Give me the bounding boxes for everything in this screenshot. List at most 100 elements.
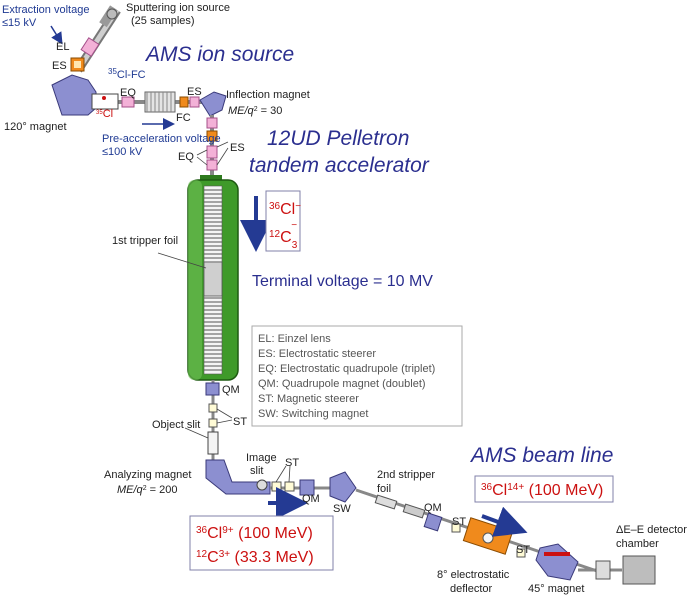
beam-arrow-2	[481, 506, 528, 537]
legend-item-st: ST: Magnetic steerer	[258, 393, 359, 405]
qm3-label: QM	[424, 502, 442, 514]
switching-magnet	[329, 471, 357, 503]
eq-left-lens	[206, 145, 218, 159]
c3-mass: 12	[269, 229, 281, 240]
analyzing-ratio: ME/q2 = 200	[117, 484, 177, 496]
pre-acceleration-value: ≤100 kV	[102, 146, 143, 158]
image-slit	[256, 479, 268, 491]
analyzing-magnet-label: Analyzing magnet	[104, 469, 191, 481]
cl36-minus-ion: 36Cl−	[269, 201, 301, 219]
inflection-magnet-shape	[199, 91, 227, 117]
electrostatic-deflector	[462, 517, 514, 555]
es-right-label: ES	[230, 142, 245, 154]
sputtering-source-label: Sputtering ion source	[126, 2, 230, 14]
analyzing-ratio-value: = 200	[147, 484, 178, 496]
negative-ion-box	[265, 190, 301, 252]
legend-item-el: EL: Einzel lens	[258, 333, 331, 345]
magnet-120-label: 120° magnet	[4, 121, 67, 133]
st3-label: ST	[452, 516, 466, 528]
eq-top-label: EQ	[120, 87, 136, 99]
image-slit-label-1: Image	[246, 452, 277, 464]
legend-item-es: ES: Electrostatic steerer	[258, 348, 376, 360]
stripper2-foil-box	[374, 494, 398, 510]
inflection-ratio-value: = 30	[258, 105, 283, 117]
c3-subscript: 3	[292, 240, 298, 251]
cl9-mass: 36	[196, 525, 208, 536]
c3plus-energy: (33.3 MeV)	[230, 549, 314, 566]
cl35-fc-label: 35Cl-FC	[108, 67, 146, 82]
c3plus-ion: 12C3+ (33.3 MeV)	[196, 549, 314, 567]
einzel-lens	[80, 37, 100, 57]
stripper2-label-2: foil	[377, 483, 391, 495]
c3-symbol: C	[280, 229, 292, 246]
inflection-ratio-text: ME/q	[228, 105, 255, 117]
cl35-fc-mass: 35	[108, 67, 117, 76]
deflector-label-2: deflector	[450, 583, 493, 595]
st3-steerer	[451, 523, 461, 533]
c3plus-symbol: C	[207, 549, 219, 566]
pelletron-title-line1: 12UD Pelletron	[267, 127, 409, 150]
qm1-magnet	[205, 382, 220, 396]
eq-left-label: EQ	[178, 151, 194, 163]
cl9-ion: 36Cl9+ (100 MeV)	[196, 525, 313, 543]
inflection-ratio: ME/q2 = 30	[228, 105, 282, 117]
legend-item-eq: EQ: Electrostatic quadrupole (triplet)	[258, 363, 435, 375]
fc-cup	[179, 96, 189, 108]
extraction-voltage-label: Extraction voltage	[2, 4, 89, 16]
image-slit-label-2: slit	[250, 465, 263, 477]
cl9-energy: (100 MeV)	[234, 525, 313, 542]
analyzing-ratio-text: ME/q	[117, 484, 144, 496]
c3-minus-ion: 12C3 −	[269, 220, 298, 251]
st1-label: ST	[233, 416, 247, 428]
el-label: EL	[56, 41, 69, 53]
magnet-120-shape	[51, 74, 97, 116]
cl14-mass: 36	[481, 482, 493, 493]
cl36-minus-charge: −	[295, 201, 301, 212]
terminal-tripper-region	[203, 261, 223, 297]
extraction-arrow	[50, 25, 63, 45]
cl36-minus-mass: 36	[269, 201, 281, 212]
detector-label-2: chamber	[616, 538, 659, 550]
cl14-charge: 14+	[507, 482, 524, 493]
qm2-label: QM	[302, 493, 320, 505]
cl9-charge: 9+	[222, 525, 234, 536]
cl35-small-mass: 35	[96, 110, 103, 116]
positive-ion-box	[189, 515, 334, 571]
sputtering-samples-label: (25 samples)	[131, 15, 195, 27]
qm3-magnet	[423, 512, 443, 532]
legend-item-qm: QM: Quadrupole magnet (doublet)	[258, 378, 426, 390]
cl35-small-text: Cl	[103, 108, 113, 120]
magnet-45-shape	[535, 543, 579, 581]
legend-item-sw: SW: Switching magnet	[258, 408, 368, 420]
stripper2-label-1: 2nd stripper	[377, 469, 435, 481]
deflector-label-1: 8° electrostatic	[437, 569, 510, 581]
cl35-small-label: 35Cl	[96, 108, 113, 120]
st1-steerer	[208, 403, 218, 413]
pre-acceleration-label: Pre-acceleration voltage	[102, 133, 221, 145]
cl14-symbol: Cl	[492, 482, 507, 499]
pelletron-tank	[187, 175, 239, 381]
c3-charge: −	[291, 220, 297, 231]
cl14-energy: (100 MeV)	[524, 482, 603, 499]
extraction-voltage-value: ≤15 kV	[2, 17, 37, 29]
detector-chamber	[622, 555, 656, 585]
detector-label-1: ΔE–E detector	[616, 524, 687, 536]
es-right-steerer	[206, 130, 218, 142]
cl35-fc-text: Cl-FC	[117, 69, 146, 81]
fc-label: FC	[176, 112, 191, 124]
pre-acceleration-tube	[144, 91, 176, 113]
object-slit	[207, 431, 219, 455]
sw-label: SW	[333, 503, 351, 515]
cl14-ion-box	[474, 475, 614, 503]
ion-source-title: AMS ion source	[144, 43, 294, 66]
pelletron-title-line2: tandem accelerator	[249, 154, 430, 177]
magnet-45-label: 45° magnet	[528, 583, 584, 595]
terminal-voltage-label: Terminal voltage = 10 MV	[252, 273, 433, 290]
c3plus-mass: 12	[196, 549, 208, 560]
es-mid-label: ES	[187, 86, 202, 98]
st2-label: ST	[285, 457, 299, 469]
st4-steerer	[516, 548, 526, 558]
c3plus-charge: 3+	[219, 549, 231, 560]
legend-box	[251, 325, 463, 427]
